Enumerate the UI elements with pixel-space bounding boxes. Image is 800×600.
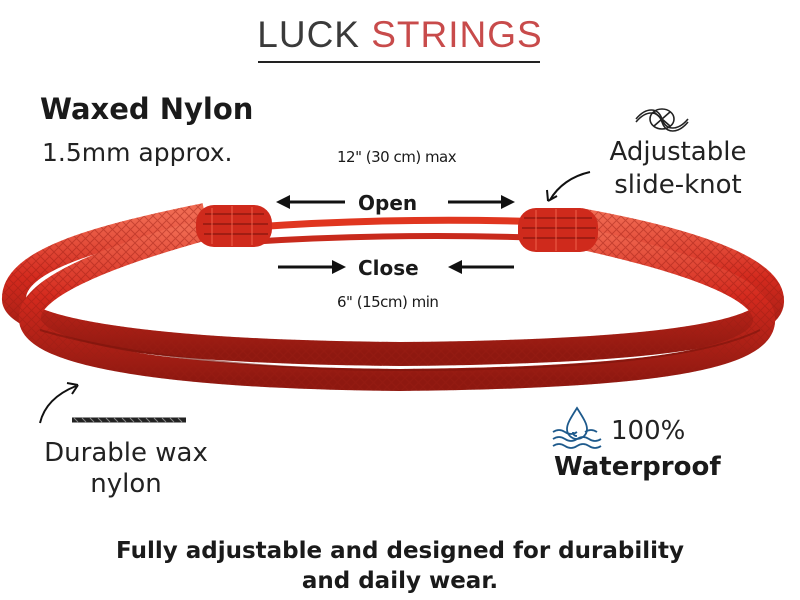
wax-nylon-label: Durable wax nylon xyxy=(28,438,224,500)
min-size-label: 6" (15cm) min xyxy=(337,293,439,311)
left-slide-knot xyxy=(196,205,272,247)
open-label: Open xyxy=(358,191,418,215)
brand-logo: LUCK STRINGS xyxy=(0,14,800,56)
footer-line-2: and daily wear. xyxy=(301,568,499,594)
curved-arrow-wax-icon xyxy=(39,382,79,424)
close-label: Close xyxy=(358,256,419,280)
curved-arrow-knot-icon xyxy=(546,171,591,202)
slide-knot-line-2: slide-knot xyxy=(614,170,742,200)
slide-knot-line-1: Adjustable xyxy=(609,137,747,167)
material-subtitle: 1.5mm approx. xyxy=(42,138,233,167)
footer-line-1: Fully adjustable and designed for durabi… xyxy=(116,538,684,564)
footer-tagline: Fully adjustable and designed for durabi… xyxy=(0,536,800,596)
waterproof-label: Waterproof xyxy=(554,452,721,482)
right-slide-knot xyxy=(518,208,598,252)
material-title: Waxed Nylon xyxy=(40,92,254,126)
wax-line-2: nylon xyxy=(90,469,162,499)
close-arrows xyxy=(278,260,514,274)
slide-knot-label: Adjustable slide-knot xyxy=(596,136,760,202)
open-arrows xyxy=(276,195,515,209)
knot-icon xyxy=(635,108,689,132)
waterproof-icon xyxy=(552,406,602,449)
waterproof-percent: 100% xyxy=(611,416,686,446)
brand-underline xyxy=(258,61,540,63)
max-size-label: 12" (30 cm) max xyxy=(337,148,457,166)
brand-word-strings: STRINGS xyxy=(371,14,543,55)
rope-sample-icon xyxy=(72,417,186,423)
wax-line-1: Durable wax xyxy=(44,438,208,468)
brand-word-luck: LUCK xyxy=(257,14,372,55)
